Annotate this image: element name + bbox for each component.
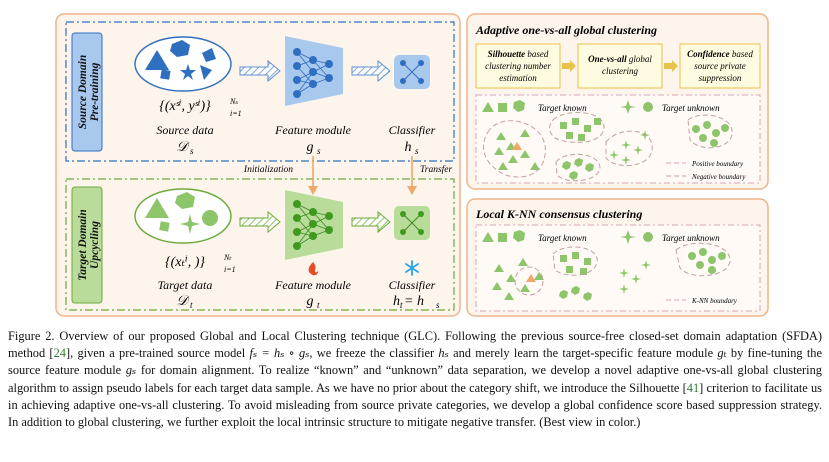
rhombus-icon [202, 48, 216, 62]
svg-text:t: t [190, 300, 193, 310]
fire-icon [308, 262, 319, 276]
svg-text:Target known: Target known [538, 233, 587, 243]
svg-text:{(xˢⁱ, yˢⁱ)}: {(xˢⁱ, yˢⁱ)} [159, 99, 211, 114]
svg-text:Target unknown: Target unknown [662, 233, 720, 243]
local-known-legend-shapes [482, 230, 525, 242]
svg-text:Confidence based: Confidence based [687, 49, 753, 59]
svg-text:{(xₜⁱ, )}: {(xₜⁱ, )} [165, 255, 205, 270]
svg-text:g: g [307, 294, 314, 309]
global-clustering-panel: Adaptive one-vs-all global clustering Si… [466, 13, 769, 190]
square-icon [159, 221, 170, 232]
svg-text:h: h [405, 140, 412, 155]
snowflake-icon [405, 260, 419, 276]
svg-text:Positive boundary: Positive boundary [691, 160, 744, 168]
svg-text:source private: source private [694, 61, 745, 71]
svg-text:= h: = h [404, 294, 424, 309]
confidence-box: Confidence based source private suppress… [679, 43, 761, 89]
svg-text:s: s [317, 146, 321, 156]
svg-text:s: s [415, 146, 419, 156]
local-unknown-legend-shapes [620, 230, 653, 244]
svg-text:s: s [190, 146, 194, 156]
svg-text:t: t [317, 300, 320, 310]
source-domain-label: Source Domain Pre-training [71, 32, 103, 152]
svg-text:clustering: clustering [602, 66, 638, 76]
source-arrow-2 [351, 59, 391, 83]
transfer-arrow [407, 156, 417, 195]
local-cluster-points [492, 248, 726, 301]
local-clustering-panel: Local K-NN consensus clustering Target k… [466, 198, 769, 317]
svg-text:Silhouette based: Silhouette based [488, 49, 549, 59]
citation-link[interactable]: 41 [686, 380, 700, 395]
svg-text:clustering number: clustering number [485, 61, 551, 71]
source-classifier [394, 55, 430, 89]
svg-text:Target known: Target known [538, 103, 587, 113]
unknown-legend-shapes [620, 100, 653, 114]
svg-text:Source data: Source data [156, 123, 213, 137]
triangle-icon [145, 50, 169, 70]
sparkle-icon [180, 214, 200, 234]
knn-boundaries [514, 242, 731, 296]
svg-text:suppression: suppression [699, 73, 742, 83]
hexagon-icon [170, 40, 190, 57]
star-icon [180, 64, 196, 80]
citation-link[interactable]: 24 [53, 346, 66, 361]
hexagon-icon [175, 192, 195, 209]
circle-icon [202, 210, 218, 226]
svg-text:h: h [393, 294, 400, 309]
svg-text:One-vs-all global: One-vs-all global [588, 54, 652, 64]
overview-figure: Source Domain Pre-training Target Domain… [55, 13, 769, 317]
svg-text:Upcycling: Upcycling [89, 221, 101, 269]
svg-text:Target unknown: Target unknown [662, 103, 720, 113]
target-data-ellipse [134, 188, 232, 244]
svg-text:i=1: i=1 [230, 109, 242, 118]
svg-text:Nₛ: Nₛ [229, 97, 238, 106]
svg-text:Feature module: Feature module [274, 278, 352, 292]
source-arrow-1 [239, 59, 281, 83]
global-boundaries [483, 111, 733, 182]
svg-text:𝒟: 𝒟 [176, 294, 190, 309]
source-feature-module [285, 36, 343, 106]
figure-caption: Figure 2. Overview of our proposed Globa… [8, 329, 823, 430]
svg-text:s: s [436, 300, 440, 310]
target-classifier [394, 206, 430, 240]
target-arrow-1 [239, 210, 281, 234]
source-data-ellipse [134, 36, 232, 92]
left-panel: Source Domain Pre-training Target Domain… [55, 13, 461, 317]
svg-text:i=1: i=1 [224, 265, 236, 274]
known-legend-shapes [482, 100, 525, 112]
svg-text:estimation: estimation [499, 73, 537, 83]
svg-text:Target Domain: Target Domain [77, 209, 89, 280]
svg-text:Negative boundary: Negative boundary [691, 173, 746, 181]
svg-text:Nₜ: Nₜ [223, 253, 231, 262]
svg-text:K-NN boundary: K-NN boundary [691, 297, 738, 305]
target-feature-module [285, 190, 343, 260]
silhouette-box: Silhouette based clustering number estim… [475, 43, 561, 89]
svg-text:Adaptive one-vs-all global clu: Adaptive one-vs-all global clustering [475, 23, 657, 37]
svg-text:t: t [400, 300, 403, 310]
svg-text:Classifier: Classifier [389, 278, 436, 292]
target-domain-label: Target Domain Upcycling [71, 186, 103, 304]
svg-text:Local K-NN consensus clusterin: Local K-NN consensus clustering [475, 207, 642, 221]
svg-text:Transfer: Transfer [420, 164, 453, 175]
target-arrow-2 [351, 210, 391, 234]
svg-text:g: g [307, 140, 314, 155]
triangle-icon [145, 198, 169, 218]
one-vs-all-box: One-vs-all global clustering [577, 43, 663, 89]
svg-text:Initialization: Initialization [243, 165, 293, 175]
square-icon [160, 69, 171, 80]
initialization-arrow [308, 156, 318, 195]
triangle-icon [200, 65, 212, 80]
svg-text:Feature module: Feature module [274, 123, 352, 137]
svg-text:Source Domain: Source Domain [77, 55, 89, 129]
svg-text:Pre-training: Pre-training [89, 62, 101, 121]
global-cluster-points [494, 118, 729, 180]
svg-text:Classifier: Classifier [389, 123, 436, 137]
svg-text:Target data: Target data [158, 278, 213, 292]
svg-text:𝒟: 𝒟 [176, 140, 190, 155]
